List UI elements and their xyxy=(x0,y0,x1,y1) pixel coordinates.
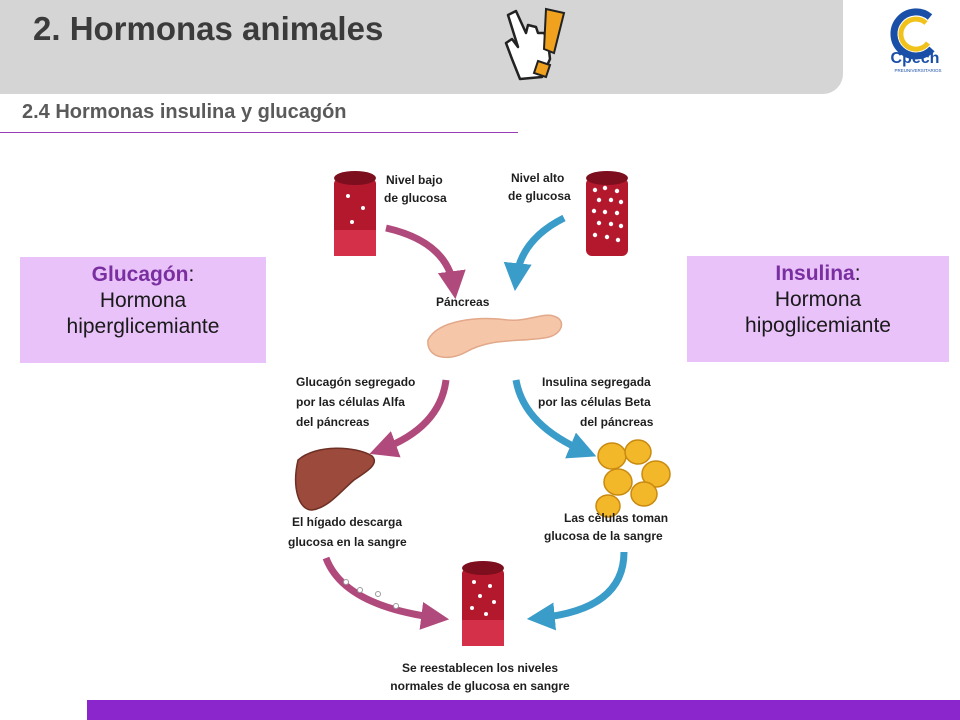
liver-label-1: El hígado descarga xyxy=(292,515,402,529)
logo-text: Cpech xyxy=(891,50,940,67)
glucagon-line2: hiperglicemiante xyxy=(66,315,220,338)
glucagon-to-liver-arrow xyxy=(369,379,450,458)
section-subtitle: 2.4 Hormonas insulina y glucagón xyxy=(22,101,347,123)
high-glucose-vessel xyxy=(586,171,628,256)
glucagon-colon: : xyxy=(188,263,195,286)
glucagon-box: Glucagón: Hormona hiperglicemiante xyxy=(20,257,266,363)
released-glucose-dots xyxy=(343,579,399,609)
glucagon-secreted-label-3: del páncreas xyxy=(296,415,370,429)
insulin-line2: hipoglicemiante xyxy=(745,314,891,337)
normal-glucose-vessel xyxy=(462,561,504,646)
cpech-logo-icon: Cpech PREUNIVERSITARIOS xyxy=(890,8,942,73)
low-glucose-label-2: de glucosa xyxy=(384,191,447,205)
target-cells xyxy=(595,439,671,518)
insulin-line1: Hormona xyxy=(774,288,862,311)
liver-label-2: glucosa en la sangre xyxy=(288,535,407,549)
title-bar xyxy=(0,0,843,94)
low-glucose-vessel xyxy=(334,171,376,256)
low-to-pancreas-arrow xyxy=(385,224,466,300)
glucagon-secreted-label-1: Glucagón segregado xyxy=(296,375,415,389)
subtitle-underline xyxy=(0,132,518,133)
cells-label-2: glucosa de la sangre xyxy=(544,529,663,543)
exclamation-icon xyxy=(532,7,566,79)
pancreas-organ xyxy=(427,314,563,359)
liver-to-blood-arrow xyxy=(322,556,450,630)
page-title: 2. Hormonas animales xyxy=(33,10,384,47)
cells-to-blood-arrow xyxy=(526,551,628,631)
insulin-colon: : xyxy=(854,262,861,285)
insulin-box: Insulina: Hormona hipoglicemiante xyxy=(687,256,949,362)
insulin-to-cells-arrow xyxy=(512,379,597,459)
insulin-heading: Insulina: xyxy=(687,261,949,287)
restored-label-1: Se reestablecen los niveles xyxy=(402,661,558,675)
restored-label-2: normales de glucosa en sangre xyxy=(390,679,570,693)
glucagon-heading: Glucagón: xyxy=(20,262,266,288)
insulin-secreted-label-3: del páncreas xyxy=(580,415,654,429)
pointing-hand-icon xyxy=(504,7,566,81)
cells-label-1: Las cèlulas toman xyxy=(564,511,668,525)
bottom-accent-bar xyxy=(87,700,960,720)
high-to-pancreas-arrow xyxy=(503,214,566,292)
glucagon-line1: Hormona xyxy=(99,289,187,312)
glucose-regulation-diagram: Nivel bajo de glucosa Nivel alto de gluc… xyxy=(288,171,671,693)
high-glucose-label-1: Nivel alto xyxy=(511,171,564,185)
insulin-secreted-label-1: Insulina segregada xyxy=(542,375,651,389)
high-glucose-label-2: de glucosa xyxy=(508,189,571,203)
insulin-term: Insulina xyxy=(775,262,855,285)
glucagon-secreted-label-2: por las células Alfa xyxy=(296,395,405,409)
pancreas-label: Páncreas xyxy=(436,295,490,309)
liver-organ xyxy=(294,447,375,511)
insulin-secreted-label-2: por las células Beta xyxy=(538,395,651,409)
glucagon-term: Glucagón xyxy=(91,263,189,286)
logo-tagline: PREUNIVERSITARIOS xyxy=(895,68,942,73)
low-glucose-label-1: Nivel bajo xyxy=(386,173,443,187)
